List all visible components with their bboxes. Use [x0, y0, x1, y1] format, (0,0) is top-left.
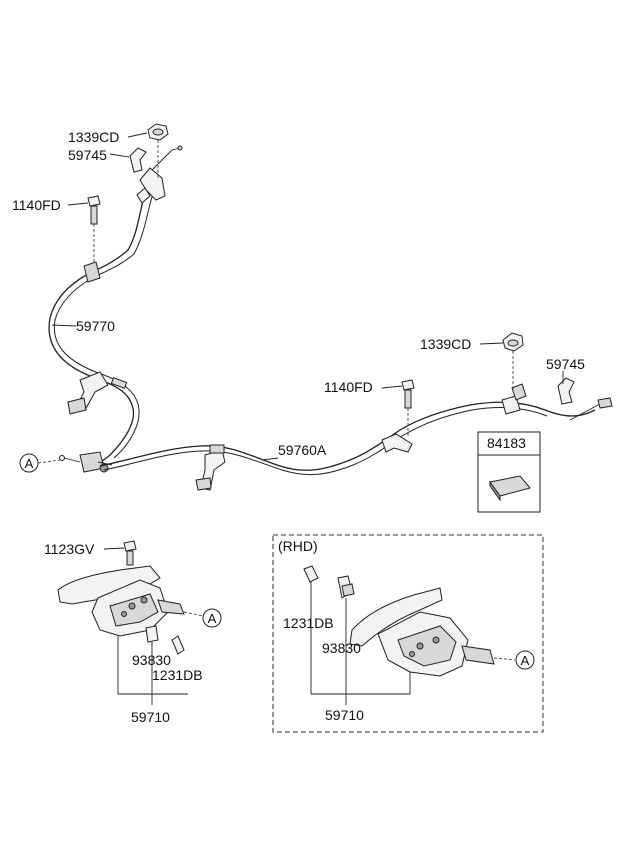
rhd-box	[272, 534, 544, 733]
label-93830-rhd: 93830	[322, 640, 361, 656]
label-1339CD-top: 1339CD	[68, 129, 119, 145]
label-1123GV: 1123GV	[44, 541, 95, 557]
leader-lines	[51, 132, 564, 550]
left-cable-59770	[48, 145, 183, 473]
label-1231DB-rhd: 1231DB	[283, 615, 334, 631]
labels: 1339CD 59745 1140FD 59770 1339CD 59745 1…	[12, 129, 585, 725]
top-fasteners	[87, 123, 169, 262]
label-59710-lhd: 59710	[131, 709, 170, 725]
callout-a-lhd	[202, 608, 222, 628]
label-59745-top: 59745	[68, 147, 107, 163]
lhd-lever-assembly	[57, 540, 204, 705]
pad-84183-box	[477, 431, 541, 513]
right-fasteners	[401, 332, 575, 436]
label-93830-lhd: 93830	[132, 652, 171, 668]
label-1140FD-right: 1140FD	[324, 379, 373, 395]
main-cable-59760A	[99, 383, 613, 491]
label-1140FD-top: 1140FD	[12, 197, 61, 213]
callout-a-left	[19, 453, 61, 473]
label-1231DB-lhd: 1231DB	[152, 667, 203, 683]
callout-a-rhd	[515, 650, 535, 670]
label-84183: 84183	[487, 435, 526, 451]
rhd-lever-assembly	[303, 565, 516, 705]
callout-a-lhd-label: A	[208, 611, 217, 626]
label-59770: 59770	[76, 318, 115, 334]
label-rhd-title: (RHD)	[278, 538, 318, 554]
callout-a-rhd-label: A	[521, 653, 530, 668]
callout-a-left-label: A	[25, 456, 34, 471]
label-59745-right: 59745	[546, 356, 585, 372]
label-1339CD-right: 1339CD	[420, 336, 471, 352]
label-59710-rhd: 59710	[325, 707, 364, 723]
label-59760A: 59760A	[278, 442, 327, 458]
